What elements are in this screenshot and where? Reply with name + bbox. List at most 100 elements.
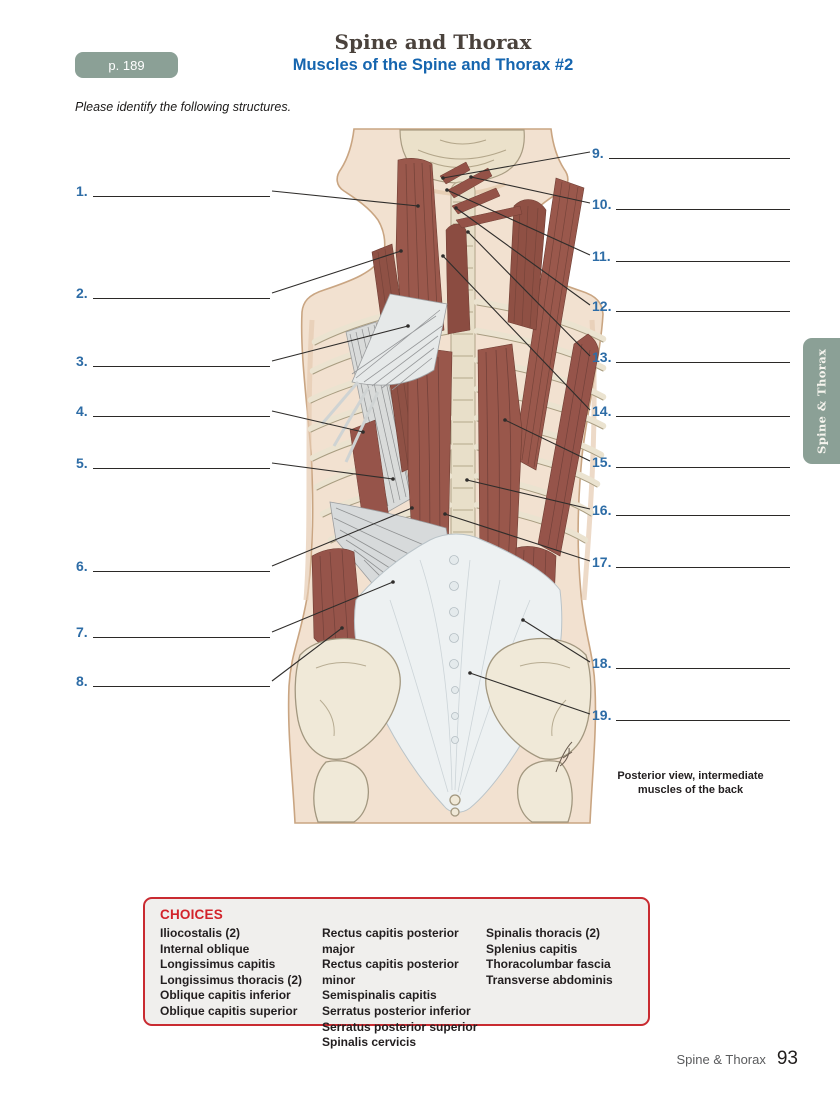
footer-section-label: Spine & Thorax (676, 1052, 766, 1067)
answer-line[interactable] (92, 284, 270, 299)
blank-row-16: 16. (592, 499, 790, 517)
choice-item: Thoracolumbar fascia (486, 957, 611, 972)
blank-row-18: 18. (592, 652, 790, 670)
choice-item: Rectus capitis posterior major (322, 926, 459, 956)
muscle-splenius-right (513, 177, 585, 471)
choice-item: Iliocostalis (2) (160, 926, 241, 940)
blank-row-10: 10. (592, 193, 790, 211)
answer-line[interactable] (616, 501, 790, 516)
muscle-serratus-posterior-superior (320, 293, 448, 463)
skull-occiput (399, 129, 525, 184)
answer-line[interactable] (608, 144, 790, 159)
choice-item: Transverse abdominis (486, 972, 613, 987)
muscle-iliocostalis-left (345, 321, 413, 515)
choices-heading: CHOICES (160, 907, 223, 922)
answer-line[interactable] (92, 182, 270, 197)
blank-row-14: 14. (592, 400, 790, 418)
answer-line[interactable] (616, 453, 790, 468)
page-subtitle: Muscles of the Spine and Thorax #2 (292, 56, 574, 74)
blank-number: 2. (76, 285, 88, 301)
page-title: Spine and Thorax (334, 30, 532, 54)
torso-silhouette (287, 128, 604, 824)
choice-item: Serratus posterior inferior (322, 1003, 471, 1018)
blank-number: 9. (592, 145, 604, 161)
leader-lines (271, 151, 591, 715)
blank-row-4: 4. (76, 400, 270, 418)
blank-number: 1. (76, 183, 88, 199)
figure-caption: Posterior view, intermediate muscles of … (603, 769, 778, 797)
figure-caption-line1: Posterior view, intermediate (617, 770, 764, 782)
answer-line[interactable] (92, 352, 270, 367)
muscle-splenius-capitis-left (395, 158, 445, 345)
blank-row-5: 5. (76, 452, 270, 470)
blank-number: 4. (76, 403, 88, 419)
choices-column-3: Spinalis thoracis (2) Splenius capitis T… (486, 926, 636, 1051)
figure-caption-line2: muscles of the back (637, 784, 744, 796)
answer-line[interactable] (616, 654, 790, 669)
choices-box: CHOICES Iliocostalis (2) Internal obliqu… (143, 897, 650, 1049)
instruction-text: Please identify the following structures… (75, 100, 292, 114)
choice-item: Spinalis cervicis (322, 1035, 417, 1050)
blank-number: 8. (76, 673, 88, 689)
blank-row-1: 1. (76, 180, 270, 198)
leader-line-dots (340, 175, 525, 675)
blank-row-11: 11. (592, 245, 790, 263)
choice-item: Semispinalis capitis (322, 988, 437, 1003)
choice-item: Internal oblique (160, 941, 250, 956)
answer-line[interactable] (92, 402, 270, 417)
muscle-serratus-posterior-inferior (329, 501, 453, 590)
answer-line[interactable] (616, 402, 790, 417)
blank-row-7: 7. (76, 621, 270, 639)
rib-cage (307, 298, 607, 544)
footer-page-number: 93 (776, 1048, 798, 1069)
answer-line[interactable] (616, 195, 790, 210)
answer-line[interactable] (92, 672, 270, 687)
choice-item: Longissimus capitis (160, 957, 276, 972)
choice-item: Longissimus thoracis (2) (160, 972, 303, 987)
blank-row-17: 17. (592, 551, 790, 569)
muscle-internal-oblique (311, 546, 557, 655)
answer-line[interactable] (92, 623, 270, 638)
blank-number: 11. (592, 248, 611, 264)
blank-row-3: 3. (76, 350, 270, 368)
blank-number: 5. (76, 455, 88, 471)
answer-line[interactable] (616, 297, 790, 312)
blank-number: 15. (592, 454, 612, 470)
page-footer: Spine & Thorax 93 (560, 1048, 798, 1070)
muscle-longissimus-capitis-left (371, 243, 425, 473)
muscle-suboccipitals (439, 161, 523, 229)
muscle-semispinalis-capitis-right (507, 199, 547, 331)
blank-number: 7. (76, 624, 88, 640)
blank-number: 10. (592, 196, 612, 212)
blank-number: 13. (592, 349, 612, 365)
answer-line[interactable] (616, 348, 790, 363)
answer-line[interactable] (92, 557, 270, 572)
choices-columns: Iliocostalis (2) Internal oblique Longis… (160, 926, 636, 1051)
blank-row-13: 13. (592, 346, 790, 364)
muscle-semispinalis-left (445, 223, 471, 335)
thoracolumbar-fascia (353, 533, 563, 813)
blank-number: 18. (592, 655, 612, 671)
blank-row-19: 19. (592, 704, 790, 722)
blank-row-15: 15. (592, 451, 790, 469)
blank-row-2: 2. (76, 282, 270, 300)
answer-line[interactable] (616, 553, 790, 568)
blank-number: 19. (592, 707, 612, 723)
choice-item: Serratus posterior superior (322, 1019, 478, 1034)
pelvis-bones (294, 637, 592, 823)
answer-line[interactable] (615, 247, 790, 262)
blank-number: 6. (76, 558, 88, 574)
answer-line[interactable] (92, 454, 270, 469)
spine-column (450, 181, 476, 683)
choice-item: Oblique capitis inferior (160, 988, 291, 1003)
choice-item: Spinalis thoracis (2) (486, 926, 601, 940)
choices-column-2: Rectus capitis posterior major Rectus ca… (322, 926, 486, 1051)
blank-number: 17. (592, 554, 612, 570)
answer-line[interactable] (616, 706, 790, 721)
blank-row-12: 12. (592, 295, 790, 313)
muscle-erector-columns (349, 333, 599, 608)
blank-row-6: 6. (76, 555, 270, 573)
blank-number: 12. (592, 298, 612, 314)
blank-number: 3. (76, 353, 88, 369)
